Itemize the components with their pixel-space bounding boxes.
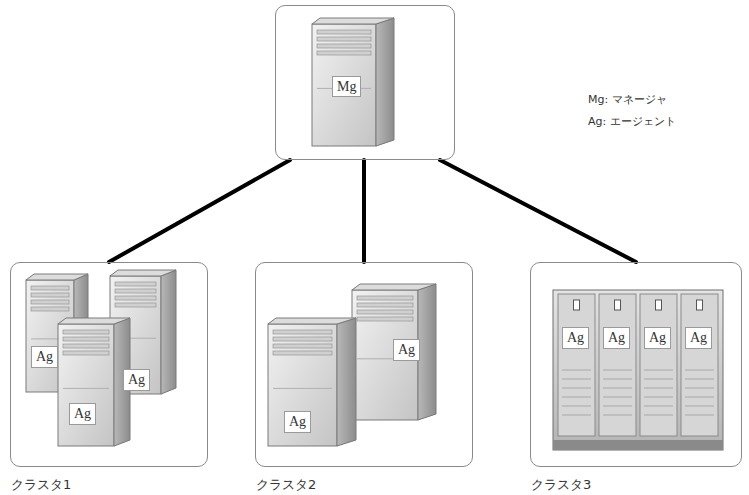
agent-label: Ag	[36, 349, 53, 364]
cluster-caption: クラスタ1	[11, 477, 71, 492]
agent-tag: Ag	[603, 327, 630, 349]
cluster-box: クラスタ1AgAgAg	[10, 262, 208, 467]
tower-server	[58, 318, 130, 446]
agent-label: Ag	[567, 330, 584, 345]
agent-tag: Ag	[393, 339, 420, 361]
connector-line	[362, 160, 366, 262]
connector-line	[440, 160, 636, 262]
cluster-box: クラスタ3AgAgAgAg	[530, 262, 742, 467]
agent-tag: Ag	[644, 327, 671, 349]
agent-label: Ag	[649, 330, 666, 345]
tower-server	[352, 284, 436, 420]
manager-box: Mg	[275, 5, 455, 160]
agent-tag: Ag	[123, 369, 150, 391]
agent-label: Ag	[128, 372, 145, 387]
agent-label: Ag	[690, 330, 707, 345]
agent-tag: Ag	[69, 403, 96, 425]
agent-tag: Ag	[284, 411, 311, 433]
legend-note: Mg: マネージャ	[588, 92, 667, 107]
cluster-caption: クラスタ3	[531, 477, 591, 492]
rack-server	[553, 290, 723, 450]
agent-tag: Ag	[562, 327, 589, 349]
cluster-caption: クラスタ2	[256, 477, 316, 492]
agent-label: Ag	[74, 406, 91, 421]
agent-tag: Ag	[31, 346, 58, 368]
agent-label: Ag	[398, 342, 415, 357]
tower-server	[312, 18, 394, 146]
agent-label: Ag	[289, 414, 306, 429]
cluster-box: クラスタ2AgAg	[255, 262, 473, 467]
tower-server	[268, 318, 356, 446]
agent-tag: Ag	[685, 327, 712, 349]
connector-line	[109, 160, 290, 262]
manager-tag: Mg	[332, 76, 361, 97]
agent-label: Ag	[608, 330, 625, 345]
legend-note: Ag: エージェント	[588, 114, 676, 129]
